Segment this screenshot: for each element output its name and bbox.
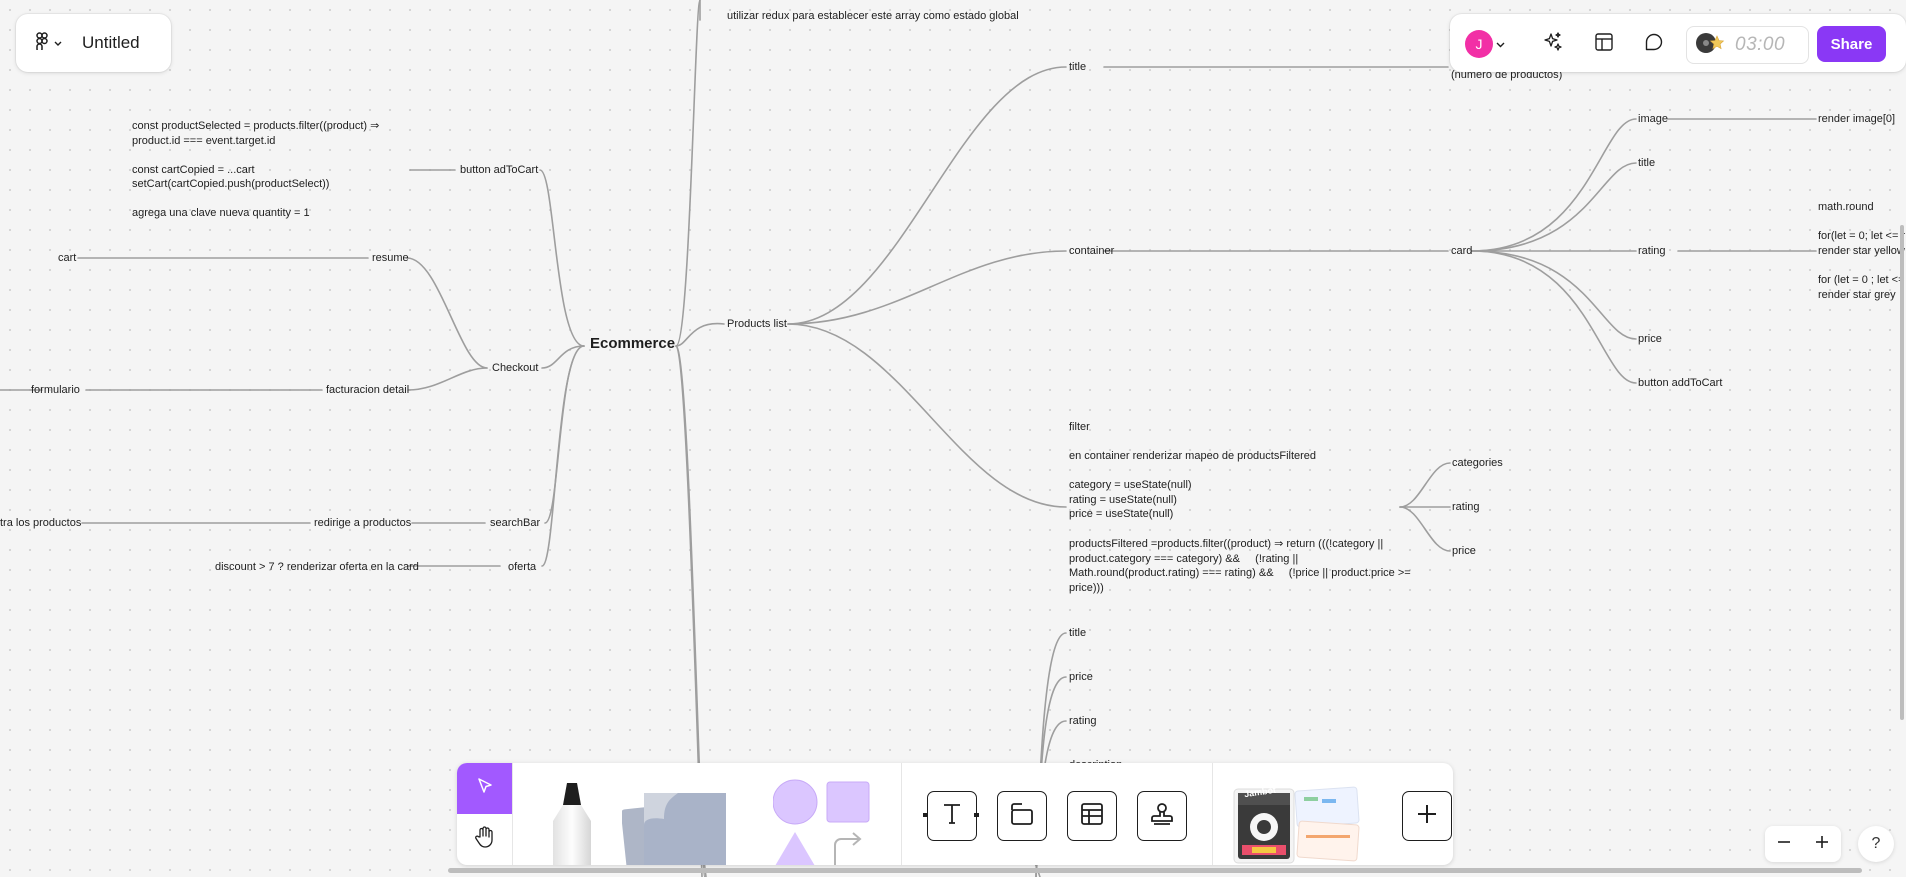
node-resume[interactable]: resume [372, 252, 409, 264]
node-detail-title[interactable]: title [1069, 627, 1087, 639]
node-filter-rating[interactable]: rating [1452, 501, 1480, 513]
toolbar-divider [901, 763, 902, 865]
layout-icon [1594, 32, 1614, 57]
figma-logo-icon [36, 31, 48, 55]
sticky-note-icon [620, 793, 726, 865]
node-formulario[interactable]: formulario [31, 384, 80, 396]
zoom-out-button[interactable] [1765, 826, 1803, 862]
text-tool-handle-left [923, 813, 928, 817]
chevron-down-icon [54, 34, 62, 52]
node-filter[interactable]: filter [1069, 421, 1090, 433]
minus-icon [1777, 835, 1791, 854]
stamp-tool[interactable] [1137, 791, 1187, 841]
layout-button[interactable] [1590, 30, 1618, 58]
more-tools-button[interactable] [1402, 791, 1452, 841]
zoom-controls [1765, 826, 1841, 862]
node-redirige-productos[interactable]: redirige a productos [314, 517, 412, 529]
user-avatar[interactable]: J [1465, 30, 1493, 58]
node-image[interactable]: image [1638, 113, 1668, 125]
stamp-icon [1148, 800, 1176, 833]
node-math-round[interactable]: math.round [1818, 201, 1874, 213]
horizontal-scrollbar[interactable] [448, 868, 1862, 873]
node-render-image[interactable]: render image[0] [1818, 113, 1896, 125]
templates-icon [1233, 786, 1360, 864]
ai-actions-button[interactable] [1539, 30, 1567, 58]
marker-tool[interactable] [549, 781, 595, 865]
mindmap-center-node[interactable]: Ecommerce [590, 335, 676, 352]
node-filter-note[interactable]: en container renderizar mapeo de product… [1069, 450, 1317, 462]
node-filter-code[interactable]: productsFiltered =products.filter((produ… [1069, 538, 1411, 594]
share-button[interactable]: Share [1817, 26, 1886, 62]
node-price[interactable]: price [1638, 333, 1662, 345]
toolbar-divider [512, 763, 513, 865]
hand-tool[interactable] [457, 814, 512, 865]
cursor-icon [476, 777, 494, 800]
node-facturacion-detail[interactable]: facturacion detail [326, 384, 410, 396]
section-tool[interactable] [997, 791, 1047, 841]
sticky-note-tool[interactable] [620, 783, 752, 865]
node-cart[interactable]: cart [58, 252, 77, 264]
node-checkout[interactable]: Checkout [492, 362, 539, 374]
table-icon [1078, 800, 1106, 833]
section-icon [1008, 800, 1036, 833]
text-icon [937, 799, 967, 834]
node-button-add-to-cart-card[interactable]: button addToCart [1638, 377, 1723, 389]
node-rating[interactable]: rating [1638, 245, 1666, 257]
text-tool-handle-right [974, 813, 979, 817]
node-discount[interactable]: discount > 7 ? renderizar oferta en la c… [215, 561, 419, 573]
node-numero-productos[interactable]: (numero de productos) [1451, 69, 1563, 81]
table-tool[interactable] [1067, 791, 1117, 841]
timer-button[interactable]: 03:00 [1686, 26, 1809, 64]
plus-icon [1815, 835, 1829, 854]
node-star-grey[interactable]: for (let = 0 ; let <= 5 render star grey [1818, 274, 1905, 301]
file-panel: Untitled [16, 14, 171, 72]
node-card[interactable]: card [1451, 245, 1473, 257]
music-disc-icon [1695, 32, 1727, 59]
multiplayer-chevron-button[interactable] [1492, 30, 1508, 58]
chevron-down-icon [1496, 35, 1505, 53]
vertical-scrollbar[interactable] [1900, 225, 1904, 720]
node-star-yellow[interactable]: for(let = 0; let <= r render star yellow [1818, 230, 1905, 257]
comments-button[interactable] [1640, 30, 1668, 58]
node-filter-price[interactable]: price [1452, 545, 1476, 557]
node-search-bar[interactable]: searchBar [490, 517, 541, 529]
text-tool[interactable] [927, 791, 977, 841]
node-muestra-productos[interactable]: tra los productos [0, 517, 82, 529]
node-products-list[interactable]: Products list [727, 318, 787, 330]
file-title[interactable]: Untitled [82, 33, 140, 52]
node-container[interactable]: container [1069, 245, 1115, 257]
node-detail-rating[interactable]: rating [1069, 715, 1097, 727]
node-redux-note[interactable]: utilizar redux para establecer este arra… [727, 10, 1019, 22]
toolbar-divider [1212, 763, 1213, 865]
zoom-in-button[interactable] [1803, 826, 1841, 862]
node-categories[interactable]: categories [1452, 457, 1503, 469]
node-card-title[interactable]: title [1638, 157, 1656, 169]
timer-text: 03:00 [1735, 34, 1786, 55]
shapes-icon [772, 779, 870, 865]
help-button[interactable]: ? [1858, 826, 1894, 862]
add-to-cart-code-note[interactable]: const productSelected = products.filter(… [132, 120, 380, 219]
main-menu-button[interactable] [36, 31, 62, 55]
hand-icon [474, 825, 496, 854]
node-title[interactable]: title [1069, 61, 1087, 73]
node-oferta[interactable]: oferta [508, 561, 537, 573]
shapes-tool[interactable] [772, 777, 873, 865]
plus-icon [1413, 800, 1441, 833]
marker-icon [553, 783, 591, 865]
sparkle-icon [1542, 31, 1564, 58]
comment-icon [1644, 32, 1664, 57]
select-tool[interactable] [457, 763, 512, 814]
creation-toolbar: Jambot [457, 763, 1453, 865]
node-state-note[interactable]: category = useState(null) rating = useSt… [1069, 479, 1192, 520]
templates-tool[interactable]: Jambot [1232, 783, 1372, 865]
node-detail-price[interactable]: price [1069, 671, 1093, 683]
node-button-add-to-cart[interactable]: button adToCart [460, 164, 539, 176]
